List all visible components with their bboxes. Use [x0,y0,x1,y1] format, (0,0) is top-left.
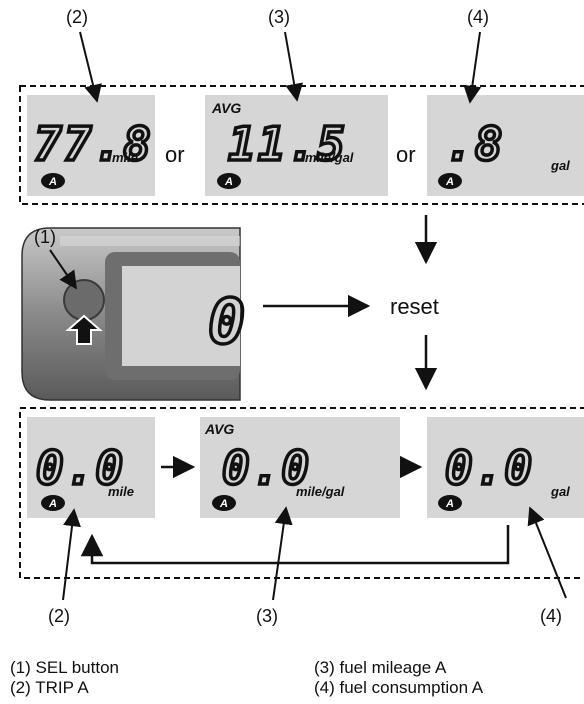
loop-back-arrow [80,525,510,565]
callout-1-arrow [49,249,78,290]
top-trip-badge-label: A [48,176,57,188]
callout-2-bottom-arrow [62,508,81,601]
callout-3-bottom-arrow [272,506,293,601]
bottom-trip-badge-icon [41,495,65,511]
top-mileage-digits: 11.5 [228,117,347,171]
bottom-group-border [19,407,584,579]
top-trip-display: 77.8 mile A [27,95,155,196]
trip-a-badge-icon [41,173,65,189]
top-consumption-digits: .8 [445,117,504,171]
or-separator: or [165,142,185,167]
legend-item-2: (2) TRIP A [10,678,89,697]
callout-2-top: (2) [66,7,88,27]
legend-item-4: (4) fuel consumption A [314,678,484,697]
callout-3-bottom: (3) [256,606,278,626]
callout-1: (1) [34,227,56,247]
consumption-a-badge-icon [438,173,462,189]
sel-button-icon [63,279,105,321]
top-consumption-unit: gal [550,158,570,173]
bottom-mileage-avg: AVG [204,421,234,437]
callout-4-bottom: (4) [540,606,562,626]
top-consumption-display: .8 gal A [427,95,584,196]
top-group-border [19,85,584,205]
callout-4-bottom-arrow [527,506,567,599]
bottom-mileage-badge-label: A [219,498,228,510]
top-mileage-display: AVG 11.5 mile/gal A [205,95,388,196]
top-mileage-unit: mile/gal [305,150,354,165]
bottom-trip-unit: mile [108,484,134,499]
callout-3-top: (3) [268,7,290,27]
top-mileage-avg: AVG [211,100,241,116]
callout-4-top: (4) [467,7,489,27]
callout-2-bottom: (2) [48,606,70,626]
bottom-mileage-display: AVG 0.0 mile/gal A [200,417,400,518]
bottom-consumption-display: 0.0 gal A [427,417,584,518]
bottom-consumption-badge-icon [438,495,462,511]
bottom-consumption-badge-label: A [445,498,454,510]
legend-item-3: (3) fuel mileage A [314,658,447,677]
top-trip-digits: 77.8 [34,117,153,171]
callout-2-top-arrow [79,31,102,103]
bottom-trip-badge-label: A [48,498,57,510]
device-display-digit: 0 [208,285,247,358]
mileage-a-badge-icon [217,173,241,189]
callout-3-top-arrow [284,31,304,102]
press-arrow-icon [65,314,103,345]
callout-4-top-arrow [463,31,482,104]
top-consumption-badge-label: A [445,176,454,188]
sel-button-device-photo: 0 [21,227,247,401]
top-trip-unit: mile [112,150,138,165]
or-separator-2: or [396,142,416,167]
bottom-consumption-unit: gal [550,484,570,499]
bottom-mileage-digits: 0.0 [222,441,311,495]
bottom-mileage-badge-icon [212,495,236,511]
bottom-trip-digits: 0.0 [36,441,125,495]
reset-label: reset [390,294,439,319]
bottom-mileage-unit: mile/gal [296,484,345,499]
bottom-trip-display: 0.0 mile A [27,417,155,518]
top-mileage-badge-label: A [224,176,233,188]
legend-item-1: (1) SEL button [10,658,119,677]
bottom-consumption-digits: 0.0 [445,441,534,495]
